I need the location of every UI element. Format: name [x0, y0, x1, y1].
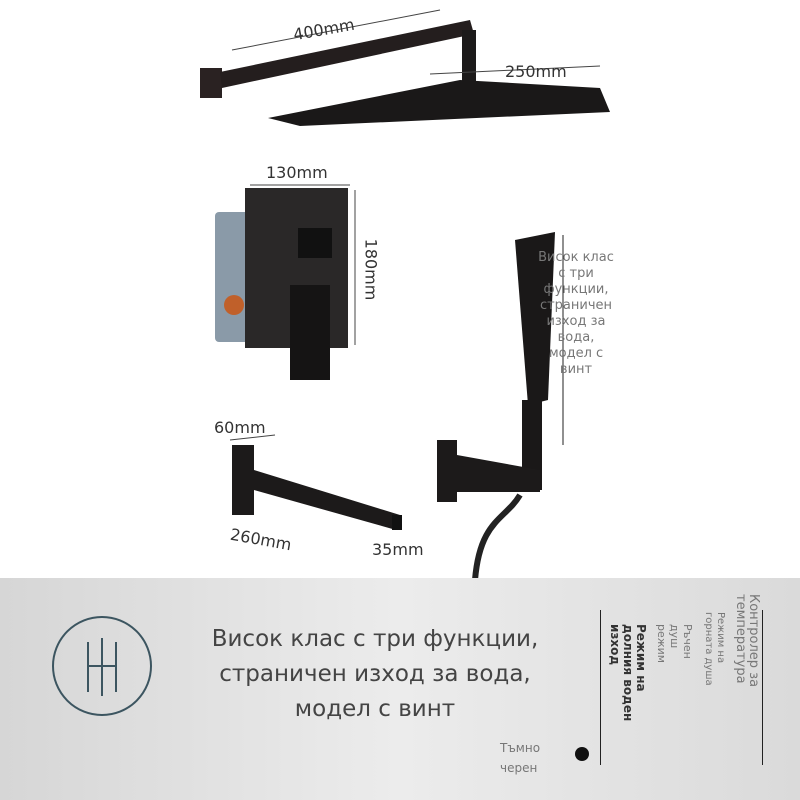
headline: Висок клас с три функции, страничен изхо…	[180, 622, 570, 727]
hand-shower	[437, 232, 555, 580]
color-swatch	[575, 747, 589, 761]
mixer-valve	[215, 188, 348, 380]
spout-height-label: 35mm	[372, 540, 424, 559]
dimension-line-head	[429, 65, 601, 75]
tub-spout	[232, 445, 402, 530]
divider-right	[762, 610, 763, 765]
overlay-description: Висок клас с три функции, страничен изхо…	[538, 250, 614, 377]
feature-hand-shower: Ръчен душ режим	[655, 624, 694, 664]
plate-width-label: 130mm	[266, 163, 328, 182]
headline-line: Висок клас с три функции,	[211, 626, 539, 652]
feature-top-shower: Режим на горната душа	[703, 612, 726, 686]
feature-temperature: Контролер за температура	[733, 594, 761, 688]
shower-arm	[200, 20, 476, 98]
divider-left	[600, 610, 601, 765]
headline-line: модел с винт	[294, 696, 456, 722]
info-panel	[0, 578, 800, 800]
dimension-line-arm	[231, 9, 441, 51]
headline-line: страничен изход за вода,	[219, 661, 531, 687]
head-size-label: 250mm	[505, 62, 567, 81]
shower-head	[268, 80, 610, 126]
plate-height-label: 180mm	[361, 238, 381, 301]
spout-depth-label: 60mm	[214, 418, 266, 437]
product-illustration	[200, 9, 610, 580]
feature-list: Контролер за температура Режим на горнат…	[604, 594, 761, 764]
color-label: Тъмно черен	[500, 741, 541, 775]
brand-logo	[52, 616, 152, 716]
feature-bottom-outlet: Режим на долния воден изход	[608, 624, 648, 722]
